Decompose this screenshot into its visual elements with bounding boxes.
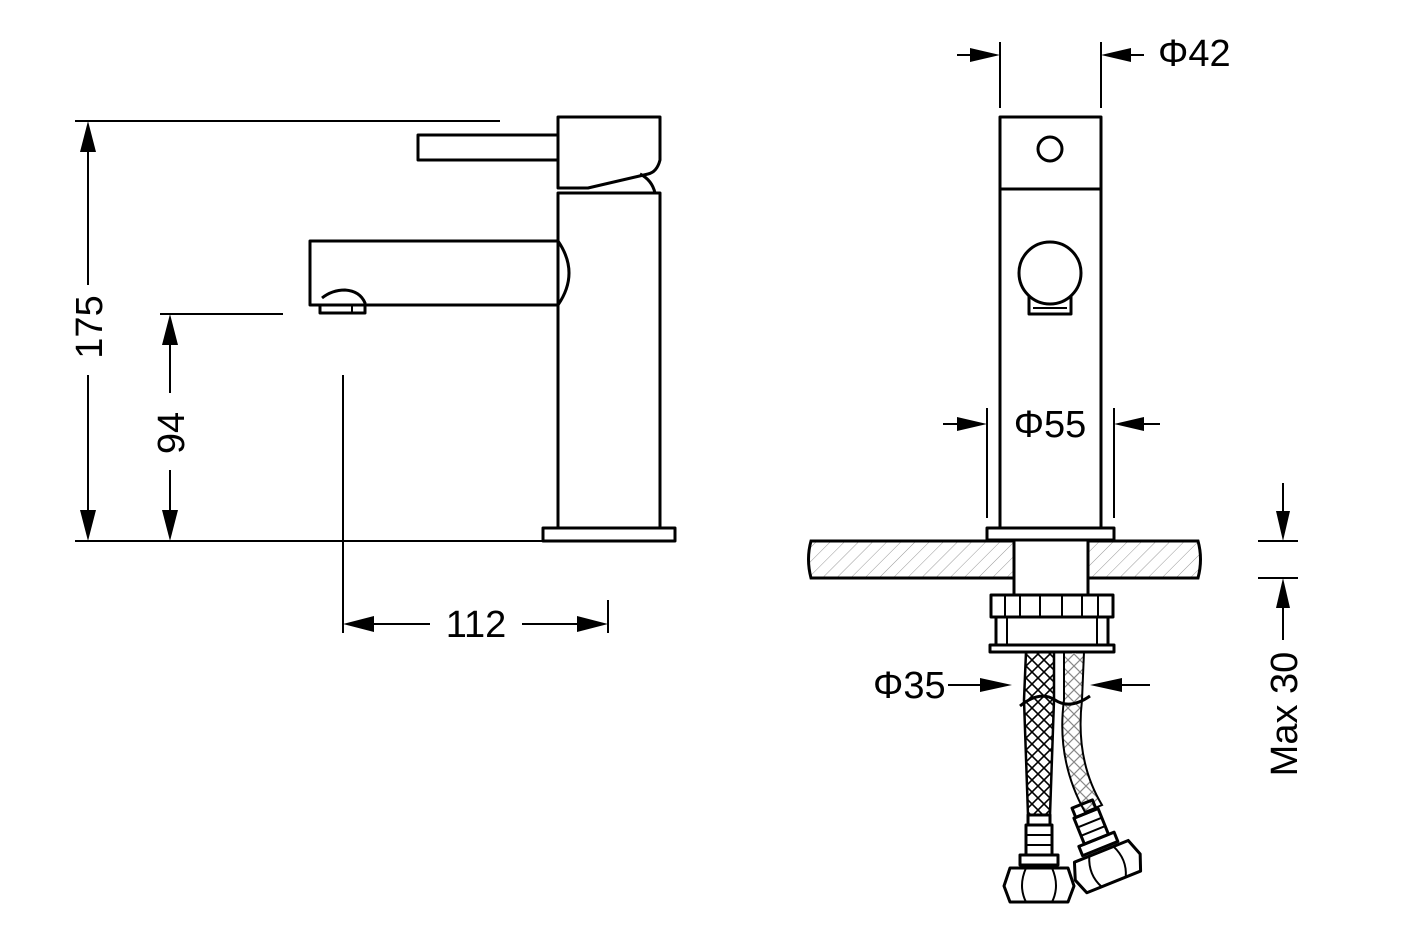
side-faucet-body xyxy=(308,115,677,543)
front-handle xyxy=(998,115,1103,191)
dim-94-label: 94 xyxy=(151,412,193,454)
side-extension-lines xyxy=(75,120,609,633)
dimension-handle-diameter: Φ42 xyxy=(957,33,1231,108)
dimension-reach-112: 112 xyxy=(343,604,608,646)
front-view: Φ42 Φ55 Φ35 Max 30 xyxy=(807,33,1306,904)
dim-max30-label: Max 30 xyxy=(1264,652,1306,777)
dimension-height-94: 94 xyxy=(151,314,193,541)
front-countertop xyxy=(807,539,1202,580)
dim-phi35-label: Φ35 xyxy=(873,665,946,707)
front-hoses xyxy=(1002,650,1143,904)
front-shank-and-nut xyxy=(988,541,1116,654)
dimension-shank-diameter: Φ35 xyxy=(873,665,1150,707)
dim-phi55-label: Φ55 xyxy=(1014,404,1087,446)
dimension-body-diameter: Φ55 xyxy=(943,404,1160,518)
dim-112-label: 112 xyxy=(446,604,507,646)
front-body xyxy=(985,189,1116,542)
side-view: 175 94 112 xyxy=(69,115,677,646)
dim-phi42-label: Φ42 xyxy=(1158,33,1231,75)
dimension-height-175: 175 xyxy=(69,121,111,541)
dim-175-label: 175 xyxy=(69,295,111,358)
dimension-max-30: Max 30 xyxy=(1258,483,1306,776)
